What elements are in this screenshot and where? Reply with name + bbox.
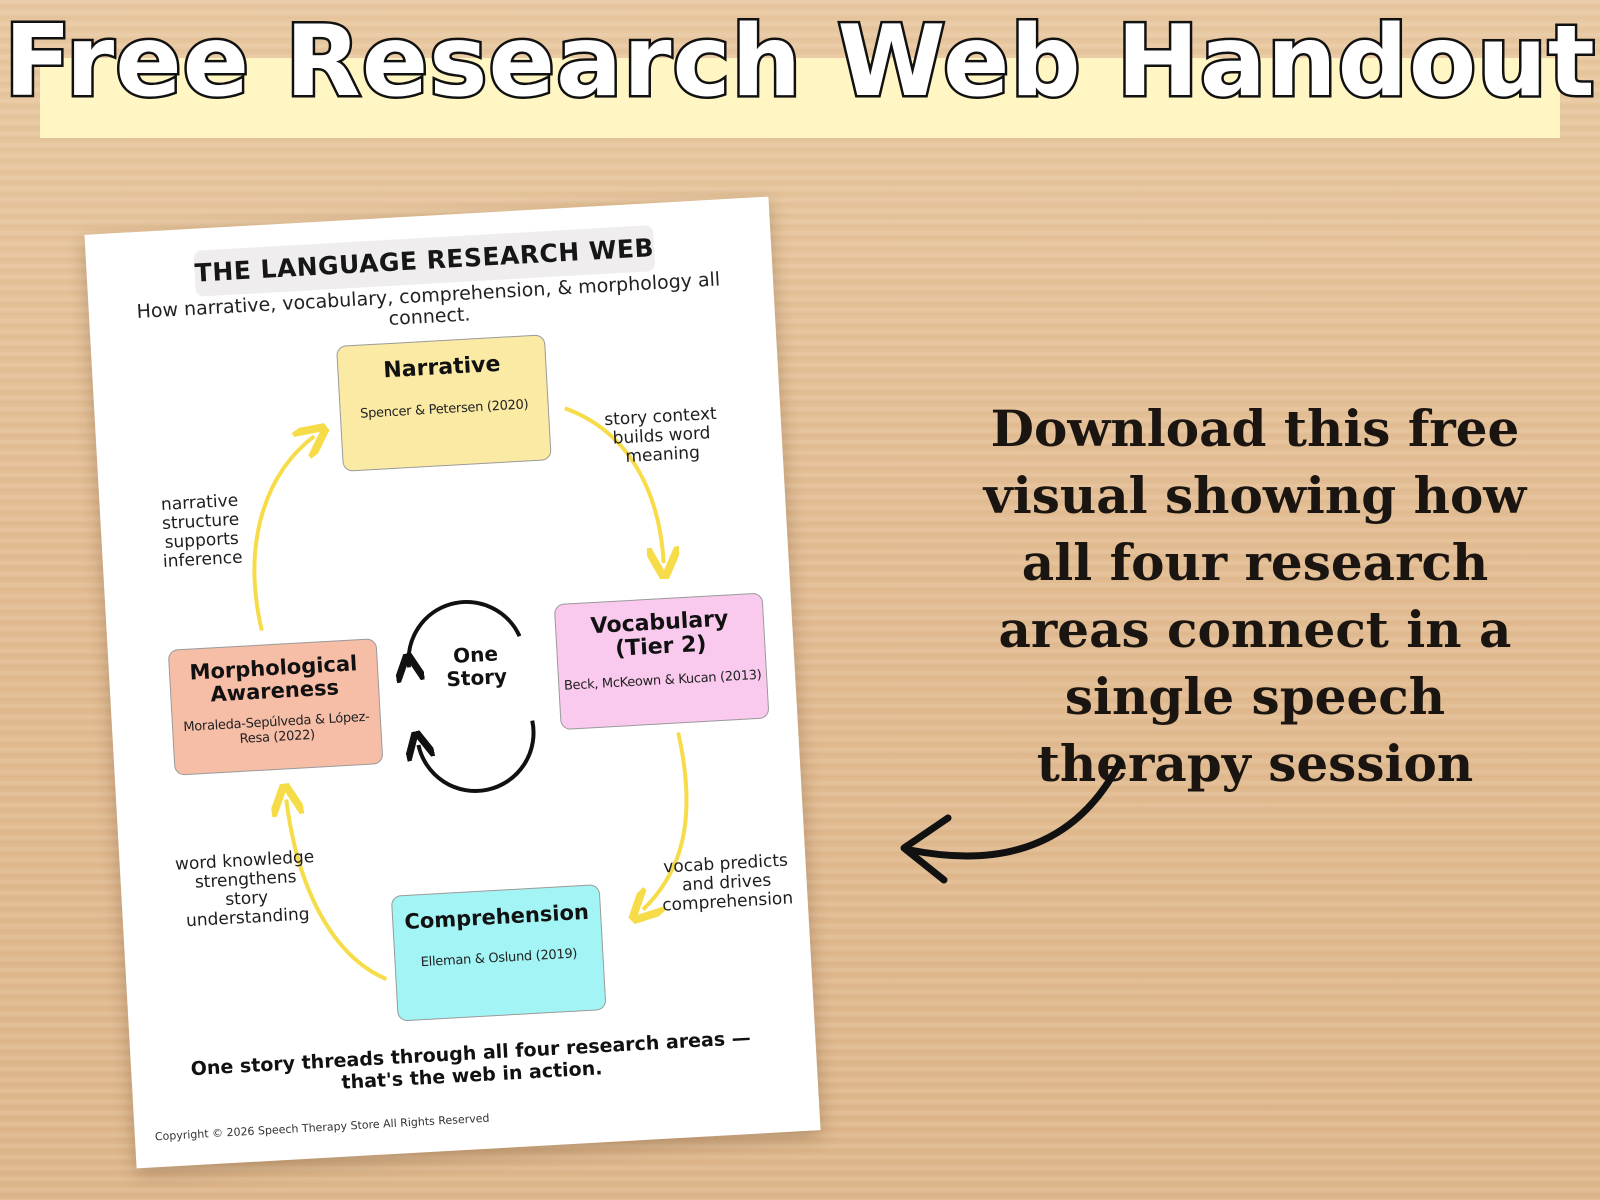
edge-label-vocab-comprehension: vocab predicts and drives comprehension <box>661 850 794 916</box>
node-narrative-citation: Spencer & Petersen (2020) <box>359 397 529 422</box>
node-narrative-title: Narrative <box>382 351 502 384</box>
title-highlight-band <box>40 58 1560 138</box>
arrow-morph-to-narrative <box>252 436 325 632</box>
node-morph-title: Morphological Awareness <box>188 651 358 707</box>
arrow-narrative-to-vocab <box>564 406 664 568</box>
arrow-vocab-to-comprehension <box>633 732 689 910</box>
node-vocabulary: Vocabulary (Tier 2) Beck, McKeown & Kuca… <box>553 592 770 731</box>
promo-text: Download this free visual showing how al… <box>983 399 1527 793</box>
cycle-arrow-bottom <box>417 720 536 793</box>
node-morph-citation: Moraleda-Sepúlveda & López-Resa (2022) <box>183 709 370 747</box>
edge-label-comprehension-morph: word knowledge strengthens story underst… <box>174 847 315 932</box>
edge-label-morph-narrative: narrative structure supports inference <box>160 490 244 572</box>
arrow-comprehension-to-morph <box>286 794 388 981</box>
node-morphological-awareness: Morphological Awareness Moraleda-Sepúlve… <box>167 638 384 776</box>
handout-sheet: THE LANGUAGE RESEARCH WEB How narrative,… <box>84 196 821 1169</box>
web-arrows <box>252 406 689 981</box>
node-narrative: Narrative Spencer & Petersen (2020) <box>336 334 552 472</box>
node-vocabulary-citation: Beck, McKeown & Kucan (2013) <box>563 667 762 694</box>
node-comprehension-citation: Elleman & Oslund (2019) <box>420 946 578 971</box>
node-comprehension: Comprehension Elleman & Oslund (2019) <box>390 884 607 1022</box>
node-vocabulary-title: Vocabulary (Tier 2) <box>589 606 729 662</box>
node-comprehension-title: Comprehension <box>403 899 590 935</box>
banner-title: Free Research Web Handout <box>2 3 1598 122</box>
cycle-arrow-top <box>405 599 522 667</box>
edge-label-narrative-vocab: story context builds word meaning <box>603 403 718 467</box>
center-label-one-story: One Story <box>445 641 508 692</box>
